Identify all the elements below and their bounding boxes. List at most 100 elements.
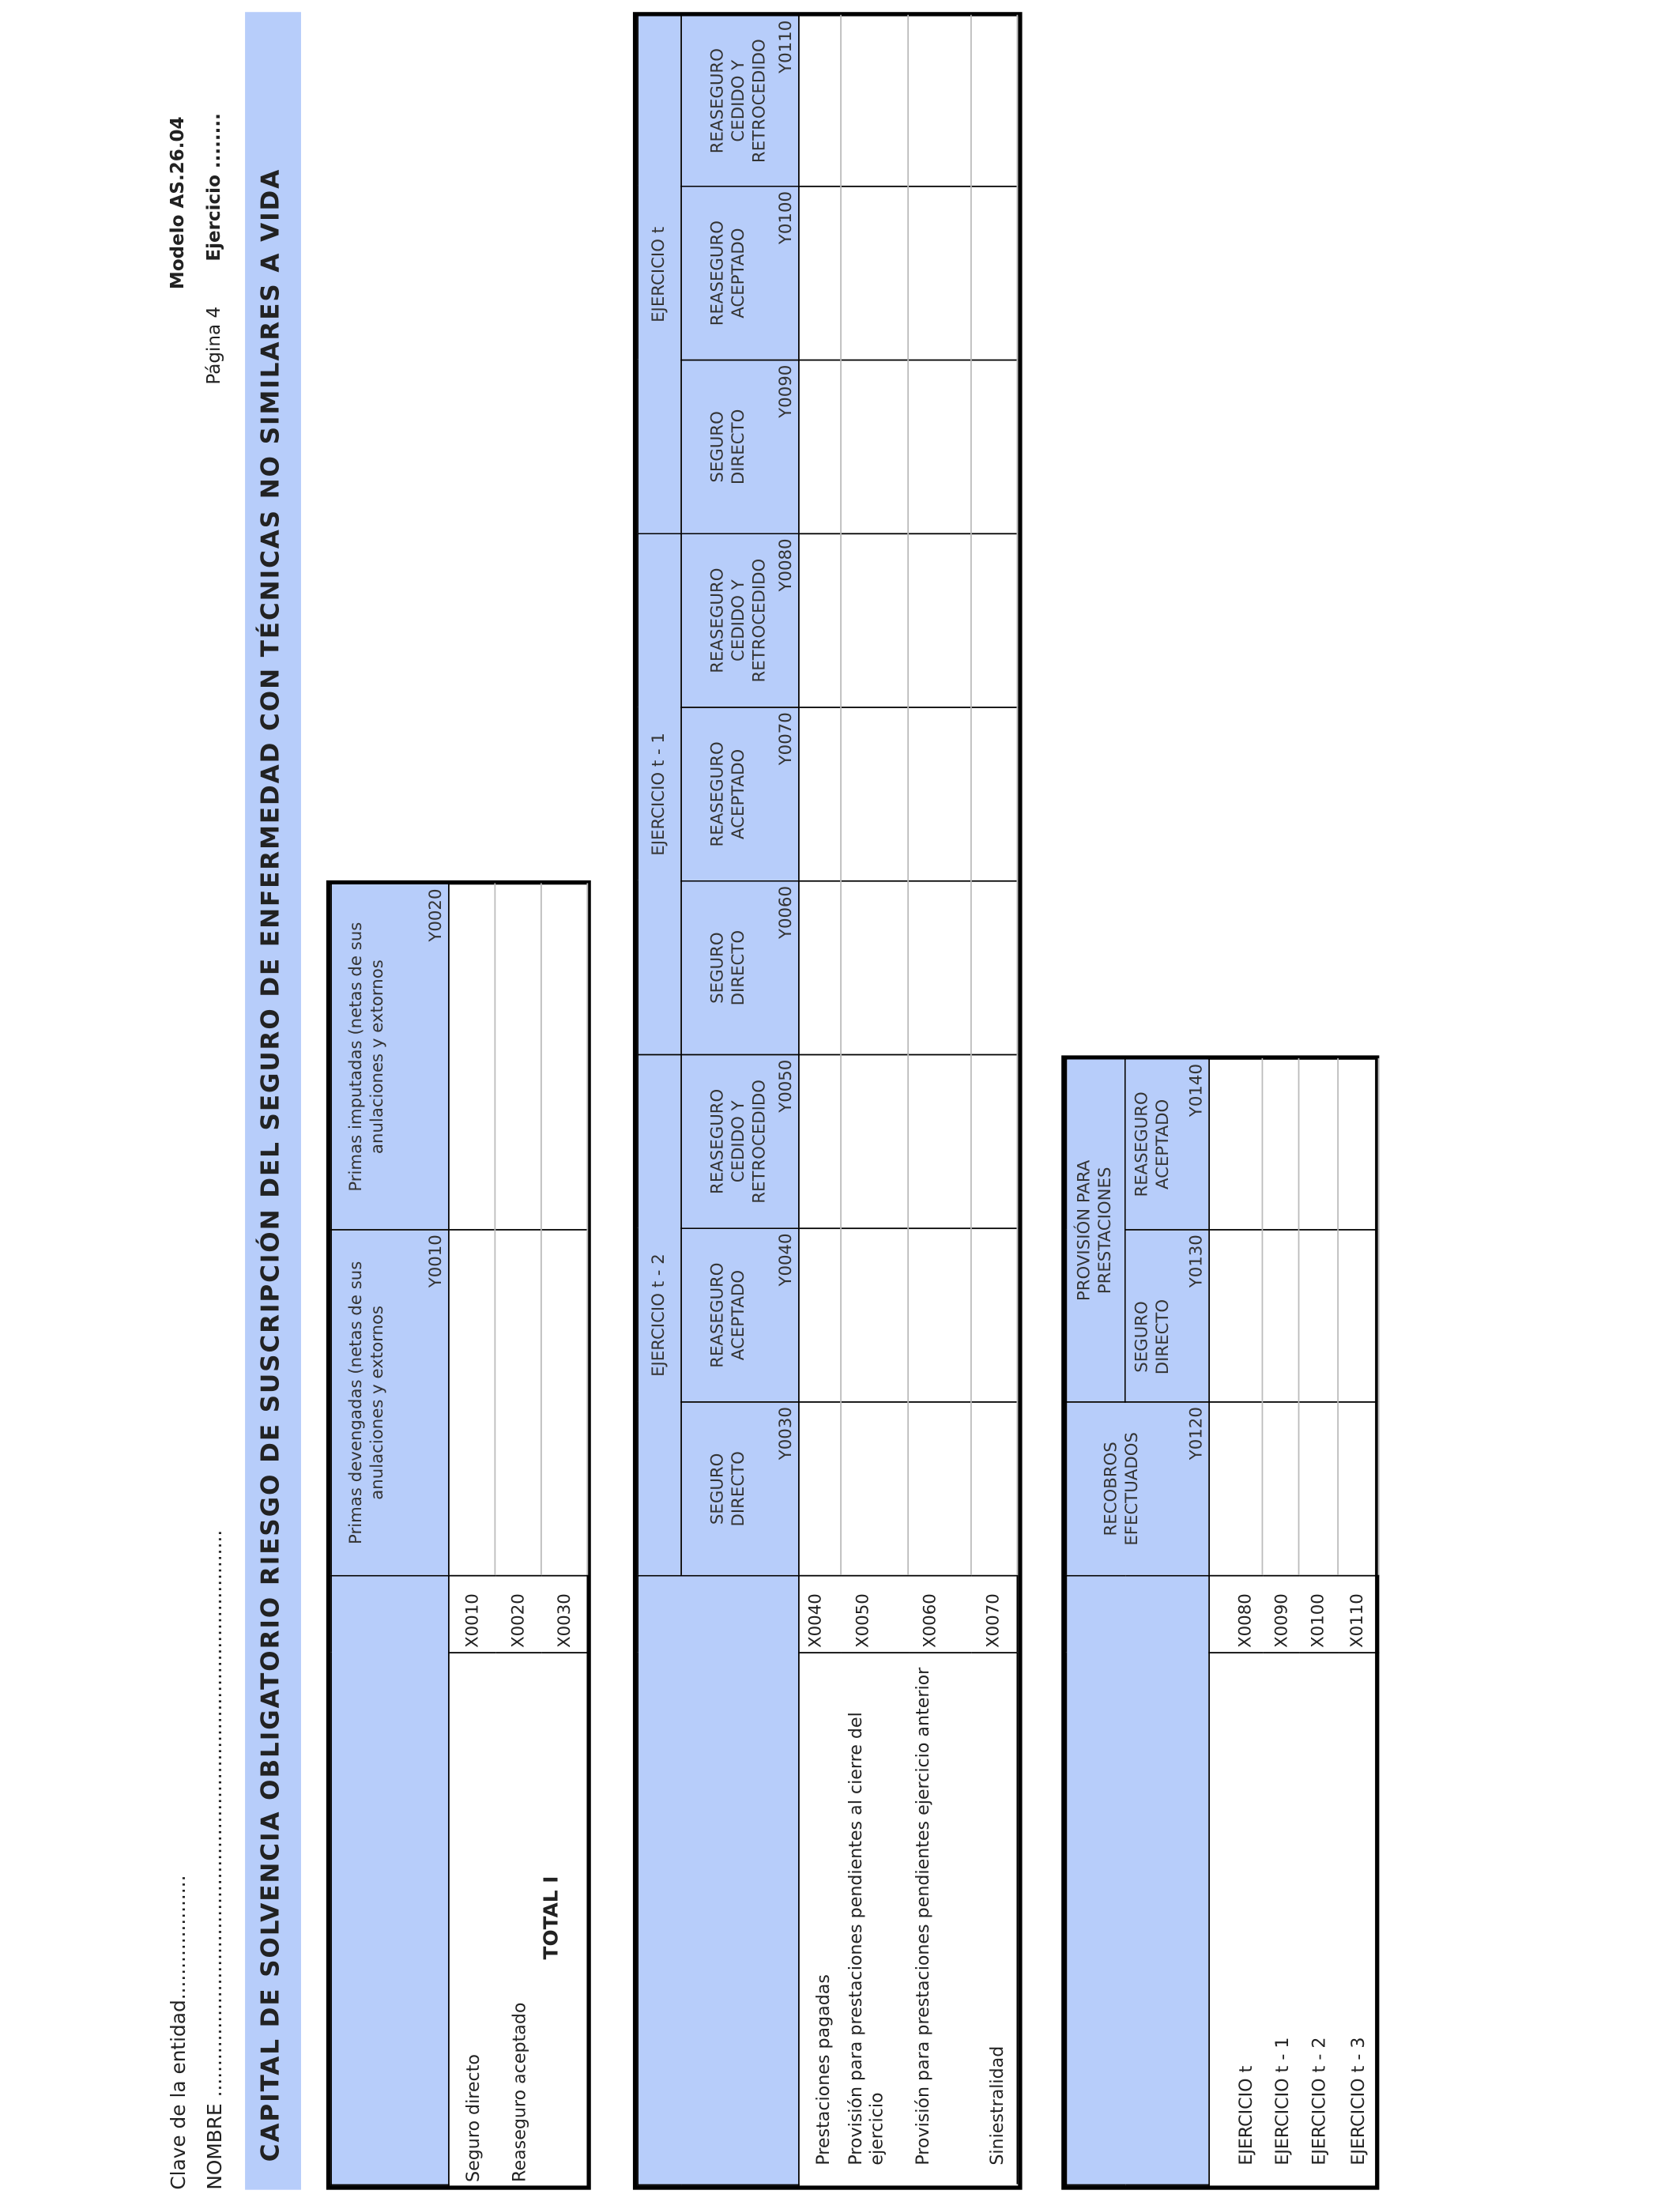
col-header-label: REASEGURO CEDIDO Y RETROCEDIDO — [706, 558, 769, 683]
title-bar: CAPITAL DE SOLVENCIA OBLIGATORIO RIESGO … — [245, 12, 301, 2190]
page-number: Página 4 — [204, 306, 226, 385]
group-header: EJERCICIO t - 2 — [638, 1054, 682, 1576]
input-cell[interactable] — [908, 707, 971, 881]
input-cell[interactable] — [798, 360, 842, 534]
col-header-code: Y0050 — [775, 1059, 796, 1113]
col-header-y0070: REASEGURO ACEPTADO Y0070 — [681, 707, 799, 881]
group-header: EJERCICIO t — [638, 15, 682, 534]
col-header-code: Y0070 — [775, 712, 796, 766]
table-row: Provisión para prestaciones pendientes a… — [841, 15, 909, 2185]
row-code: X0110 — [1338, 1575, 1379, 1653]
input-cell[interactable] — [841, 1228, 909, 1402]
input-cell[interactable] — [798, 1228, 842, 1402]
exercise-field[interactable]: Ejercicio ........ — [204, 113, 226, 262]
row-code: X0010 — [448, 1575, 495, 1653]
row-code: X0030 — [541, 1575, 588, 1653]
input-cell[interactable] — [908, 186, 971, 360]
input-cell[interactable] — [798, 707, 842, 881]
col-header-code: Y0100 — [775, 190, 796, 245]
row-label: Reaseguro aceptado — [507, 2002, 529, 2182]
input-cell[interactable] — [448, 1229, 495, 1576]
input-cell[interactable] — [970, 15, 1018, 187]
input-cell[interactable] — [841, 15, 909, 187]
input-cell[interactable] — [841, 880, 909, 1055]
input-cell[interactable] — [798, 1401, 842, 1576]
input-cell[interactable] — [970, 360, 1018, 534]
input-cell[interactable] — [970, 1401, 1018, 1576]
col-header-label: REASEGURO ACEPTADO — [706, 221, 748, 326]
input-cell[interactable] — [1262, 1229, 1299, 1402]
row-code: X0040 — [798, 1575, 842, 1653]
input-cell[interactable] — [908, 1228, 971, 1402]
input-cell[interactable] — [1338, 1229, 1379, 1402]
input-cell[interactable] — [970, 186, 1018, 360]
col-header-label: SEGURO DIRECTO — [706, 409, 748, 485]
group-header-provision: PROVISIÓN PARA PRESTACIONES — [1066, 1058, 1125, 1402]
input-cell[interactable] — [908, 880, 971, 1055]
name-field[interactable]: NOMBRE .................................… — [204, 1529, 228, 2190]
input-cell[interactable] — [841, 1054, 909, 1229]
input-cell[interactable] — [798, 533, 842, 707]
input-cell[interactable] — [970, 1228, 1018, 1402]
input-cell[interactable] — [908, 533, 971, 707]
col-header-y0050: REASEGURO CEDIDO Y RETROCEDIDO Y0050 — [681, 1054, 799, 1229]
row-label: Seguro directo — [461, 2054, 484, 2182]
input-cell[interactable] — [1262, 1058, 1299, 1230]
input-cell[interactable] — [1209, 1229, 1263, 1402]
input-cell[interactable] — [908, 1401, 971, 1576]
input-cell[interactable] — [798, 186, 842, 360]
input-cell[interactable] — [841, 1401, 909, 1576]
input-cell[interactable] — [798, 880, 842, 1055]
input-cell[interactable] — [1262, 1401, 1299, 1576]
input-cell[interactable] — [448, 884, 495, 1230]
input-cell[interactable] — [1338, 1058, 1379, 1230]
table-row: Seguro directo X0010 — [448, 884, 495, 2185]
row-code: X0090 — [1262, 1575, 1299, 1653]
input-cell[interactable] — [798, 15, 842, 187]
col-header-label: SEGURO DIRECTO — [706, 929, 748, 1006]
input-cell[interactable] — [1209, 1401, 1263, 1576]
input-cell[interactable] — [841, 360, 909, 534]
claims-table: EJERCICIO t - 2 EJERCICIO t - 1 EJERCICI… — [632, 12, 1023, 2190]
input-cell[interactable] — [970, 533, 1018, 707]
entity-key-field[interactable]: Clave de la entidad.................... — [168, 1875, 190, 2190]
row-code: X0020 — [495, 1575, 541, 1653]
input-cell[interactable] — [798, 1054, 842, 1229]
input-cell[interactable] — [841, 707, 909, 881]
row-label-total: TOTAL I — [540, 1875, 563, 1960]
input-cell[interactable] — [1298, 1058, 1339, 1230]
input-cell[interactable] — [495, 884, 541, 1230]
col-header-label: REASEGURO CEDIDO Y RETROCEDIDO — [706, 39, 769, 164]
row-header-corner — [638, 1575, 799, 2185]
input-cell[interactable] — [495, 1229, 541, 1576]
input-cell[interactable] — [1338, 1401, 1379, 1576]
input-cell[interactable] — [908, 360, 971, 534]
input-cell[interactable] — [970, 1054, 1018, 1229]
input-cell[interactable] — [1209, 1058, 1263, 1230]
input-cell[interactable] — [541, 1229, 588, 1576]
input-cell[interactable] — [970, 880, 1018, 1055]
row-label: EJERCICIO t - 3 — [1346, 2037, 1368, 2166]
model-code: Modelo AS.26.04 — [168, 116, 190, 290]
input-cell[interactable] — [970, 707, 1018, 881]
col-header-label: REASEGURO CEDIDO Y RETROCEDIDO — [706, 1079, 769, 1204]
input-cell[interactable] — [1298, 1401, 1339, 1576]
input-cell[interactable] — [841, 186, 909, 360]
col-header-label: REASEGURO ACEPTADO — [706, 741, 748, 847]
col-header-code: Y0090 — [775, 364, 796, 418]
input-cell[interactable] — [541, 884, 588, 1230]
page-title: CAPITAL DE SOLVENCIA OBLIGATORIO RIESGO … — [258, 168, 286, 2162]
input-cell[interactable] — [841, 533, 909, 707]
input-cell[interactable] — [1298, 1229, 1339, 1402]
input-cell[interactable] — [908, 15, 971, 187]
table-row: EJERCICIO t - 3 X0110 — [1338, 1058, 1379, 2185]
input-cell[interactable] — [908, 1054, 971, 1229]
row-label: EJERCICIO t - 1 — [1271, 2037, 1292, 2166]
table-row: Reaseguro aceptado X0020 — [495, 884, 541, 2185]
